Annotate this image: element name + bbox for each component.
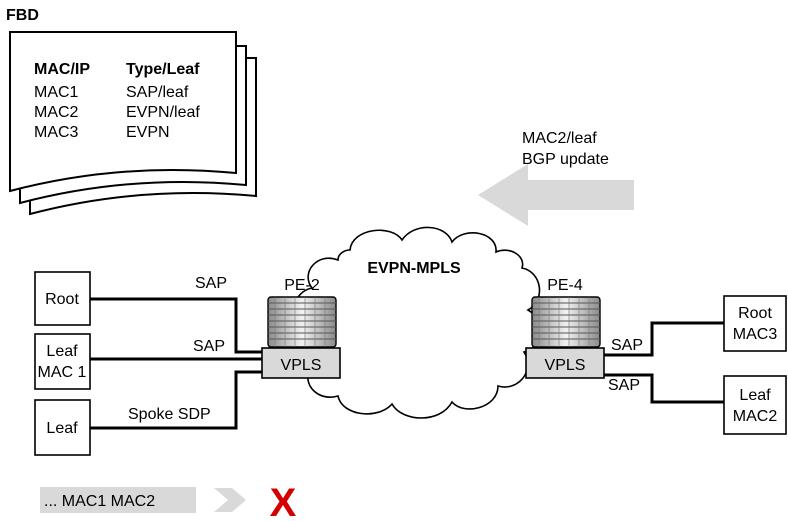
root-mac3-node-label: MAC3 [733,326,778,343]
fdb-page [9,31,237,193]
root-mac3-node-label: Root [738,305,772,322]
leaf-mac2-node-label: Leaf [739,387,771,404]
fdb-title: FBD [6,7,39,24]
pe4-label: PE-4 [547,277,583,294]
frames-arrow [214,488,246,512]
fdb-page-stack [9,31,257,216]
root-mac3-node-box [723,295,787,352]
sap-label-leafmac1: SAP [193,338,225,355]
fdb-row-type: EVPN/leaf [126,104,200,121]
pe2-router-icon [267,296,337,348]
pe4-router-icon [531,296,601,348]
bgp-update-line2: BGP update [522,151,609,168]
pe4-vpls-label: VPLS [545,357,586,374]
fdb-row-mac: MAC3 [34,124,79,141]
link-pe4-leafmac2 [604,373,724,404]
leaf-mac2-node-box [723,375,787,435]
pe2-label: PE-2 [284,277,320,294]
pe2-vpls-label: VPLS [281,357,322,374]
link-leaf-pe2 [90,370,262,430]
sap-label-leafmac2: SAP [608,377,640,394]
spoke-sdp-label: Spoke SDP [128,406,211,423]
fdb-table: MAC/IP Type/Leaf MAC1 SAP/leaf MAC2 EVPN… [34,61,200,141]
left-links [90,297,262,430]
bgp-update-arrow [478,164,634,226]
fdb-col-mac-header: MAC/IP [34,61,90,78]
pe4-vpls-box [525,347,605,379]
frames-label: ... MAC1 MAC2 [44,493,155,510]
leaf-mac1-node-label: Leaf [46,343,78,360]
root-node-box [34,271,91,326]
leaf-mac1-node-label: MAC 1 [38,364,87,381]
bgp-update-line1: MAC2/leaf [522,130,597,147]
fdb-row-type: SAP/leaf [126,84,189,101]
leaf-node-label: Leaf [46,420,78,437]
frames-box [40,487,196,513]
leaf-node-box [34,399,91,456]
pe2-vpls-box [261,347,341,379]
link-pe4-rootmac3 [604,321,724,357]
fdb-col-type-header: Type/Leaf [126,61,200,78]
fdb-row-mac: MAC1 [34,84,79,101]
root-node-label: Root [45,291,79,308]
right-links [604,321,724,404]
blocked-x-icon: X [270,481,297,521]
leaf-mac2-node-label: MAC2 [733,408,778,425]
sap-label-rootmac3: SAP [611,337,643,354]
leaf-mac1-node-box [34,333,91,390]
fdb-row-type: EVPN [126,124,170,141]
cloud-label: EVPN-MPLS [367,260,461,277]
fdb-row-mac: MAC2 [34,104,79,121]
sap-label-root: SAP [195,275,227,292]
link-root-pe2 [90,297,262,354]
